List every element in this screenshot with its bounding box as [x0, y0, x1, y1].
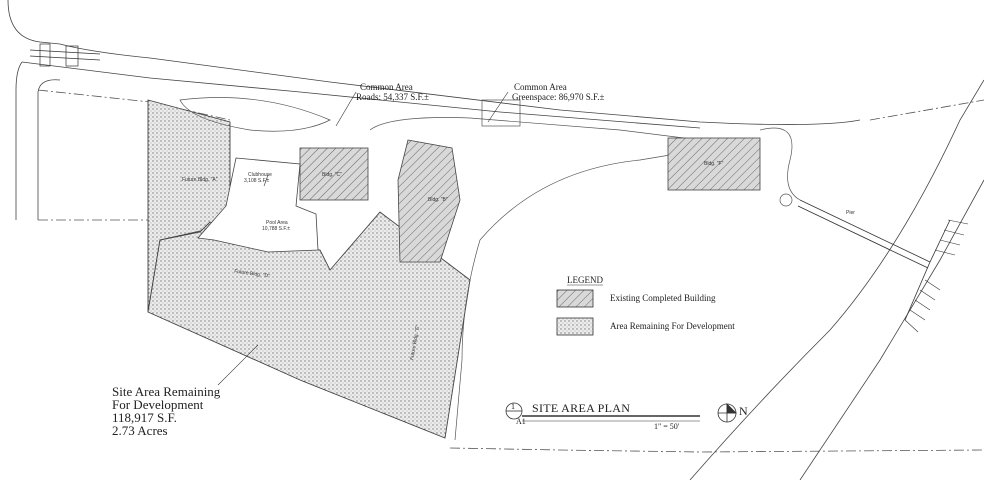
bldg-f-label: Bldg. "F"	[704, 161, 724, 167]
entry-gate	[29, 43, 101, 67]
site-remaining-line1: Site Area Remaining	[112, 384, 221, 399]
leader-lines	[217, 91, 509, 386]
roadway-lines	[7, 0, 861, 220]
pool-name: Pool Area	[266, 220, 288, 226]
future-bldg-a-label: Future Bldg. "A"	[182, 177, 218, 183]
pool-area: 10,788 S.F.±	[262, 226, 291, 232]
clubhouse-area: 3,108 S.F.±	[244, 178, 270, 184]
pier-label: Pier	[846, 210, 855, 216]
clubhouse-name: Clubhouse	[248, 172, 272, 178]
site-remaining-line2: For Development	[112, 397, 204, 412]
title-block-scale: 1" = 50'	[654, 422, 680, 431]
legend-swatch-existing	[556, 289, 594, 308]
legend-item-remaining: Area Remaining For Development	[610, 321, 735, 331]
existing-buildings	[299, 137, 761, 263]
bldg-c-label: Bldg. "C"	[322, 172, 342, 178]
site-remaining-line3: 118,917 S.F.	[112, 410, 177, 425]
common-area-greenspace-detail: Greenspace: 86,970 S.F.±	[512, 92, 605, 102]
pier	[797, 199, 969, 333]
bldg-b-label: Bldg. "B"	[428, 197, 448, 203]
legend-title: LEGEND	[567, 275, 603, 285]
development-area	[147, 99, 471, 439]
title-block-graphics	[505, 402, 700, 422]
clubhouse-area	[197, 157, 319, 253]
common-area-roads-title: Common Area	[360, 82, 413, 92]
north-arrow-icon	[717, 403, 737, 423]
title-block-title: SITE AREA PLAN	[532, 401, 631, 415]
site-remaining-line4: 2.73 Acres	[112, 423, 168, 438]
north-label: N	[739, 404, 748, 418]
legend-item-existing: Existing Completed Building	[610, 293, 716, 303]
common-area-greenspace-title: Common Area	[514, 82, 567, 92]
common-area-roads-detail: Roads: 54,337 S.F.±	[356, 92, 429, 102]
legend-swatch-remaining	[556, 317, 594, 336]
title-block-sheet: A1	[516, 417, 526, 426]
title-block-number: 1	[511, 402, 515, 411]
internal-roads	[179, 97, 801, 441]
